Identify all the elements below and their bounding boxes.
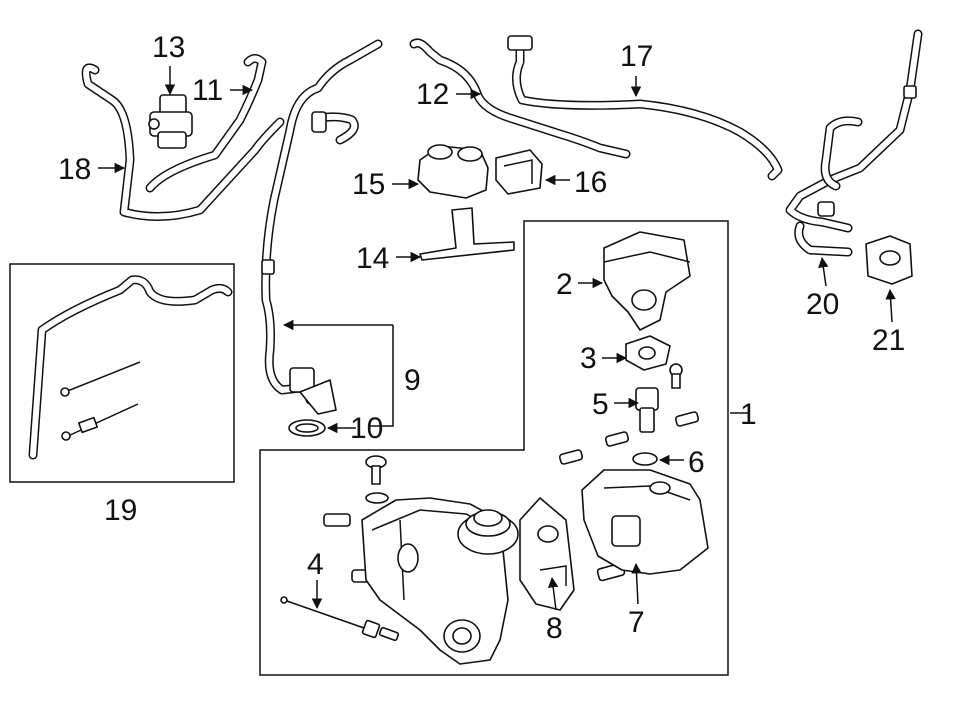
part-16-cover [495, 149, 543, 195]
part-19-harness [28, 275, 233, 460]
callout-15: 15 [352, 168, 385, 201]
part-7-housing [581, 469, 709, 575]
part-1-egr-cooler [361, 497, 519, 665]
callout-20: 20 [806, 288, 839, 321]
callout-4: 4 [307, 548, 324, 581]
part-20-hose [785, 29, 923, 257]
callout-17: 17 [620, 40, 653, 73]
callout-14: 14 [356, 242, 389, 275]
part-5-sensor [635, 363, 683, 433]
part-3-gasket [625, 335, 671, 371]
part-4-rod [280, 596, 400, 642]
callout-6: 6 [688, 446, 705, 479]
part-18-hose [81, 63, 285, 222]
callout-1: 1 [740, 398, 757, 431]
part-6-washer [632, 452, 658, 466]
callout-9: 9 [404, 364, 421, 397]
callout-18: 18 [58, 153, 91, 186]
group-box-19 [9, 263, 235, 483]
callout-19: 19 [104, 494, 137, 527]
leaders [98, 66, 896, 611]
part-13-solenoid [148, 94, 193, 149]
part-2-valve-actuator [603, 231, 691, 331]
part-14-bracket [419, 207, 515, 261]
callout-21: 21 [872, 324, 905, 357]
part-11-hose [145, 54, 267, 193]
callout-3: 3 [580, 342, 597, 375]
callout-5: 5 [592, 388, 609, 421]
callout-10: 10 [350, 412, 383, 445]
callout-labels: 13 11 18 12 17 15 16 14 2 3 5 1 6 9 10 1… [58, 31, 905, 645]
part-17-hose [507, 35, 783, 181]
part-10-gasket [288, 419, 326, 437]
callout-11: 11 [192, 74, 223, 107]
callout-8: 8 [546, 612, 563, 645]
callout-16: 16 [574, 166, 607, 199]
callout-2: 2 [556, 268, 573, 301]
part-9-hose [261, 39, 383, 415]
callout-12: 12 [416, 78, 449, 111]
callout-13: 13 [152, 31, 185, 64]
part-21-sensor [865, 235, 913, 285]
group-box-1 [259, 220, 729, 676]
callout-7: 7 [628, 606, 645, 639]
part-15-valve [417, 144, 489, 199]
part-8-gasket [519, 497, 575, 611]
